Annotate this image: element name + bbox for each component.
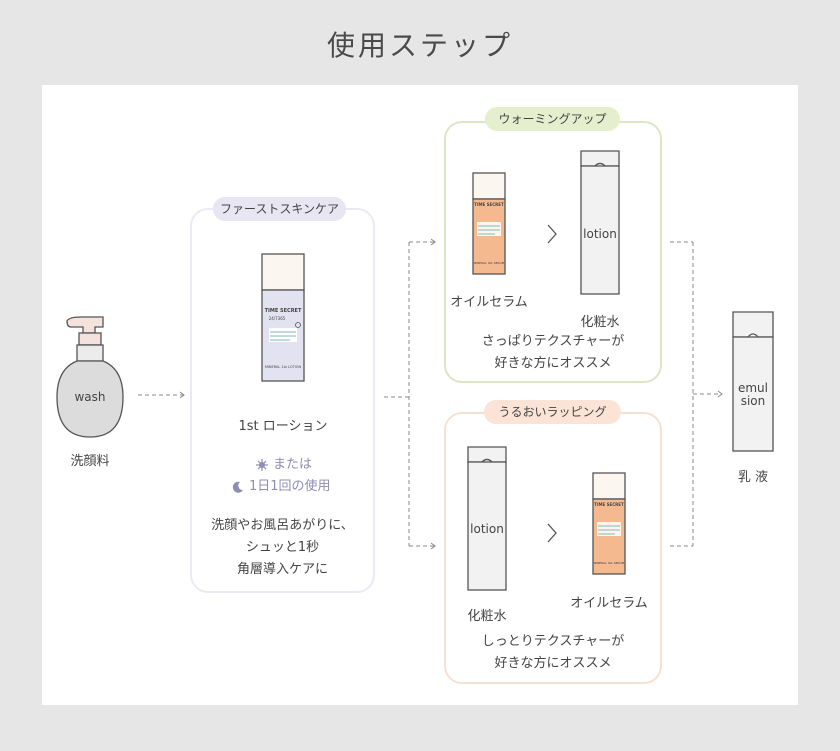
first-desc-1: 洗顔やお風呂あがりに、: [211, 518, 354, 533]
wrap-desc-1: しっとりテクスチャーが: [481, 634, 625, 649]
chevron-right-icon: [547, 224, 557, 244]
wash-label: 洗顔料: [70, 454, 110, 469]
emulsion-label: 乳 液: [737, 470, 769, 485]
warm-desc-1: さっぱりテクスチャーが: [481, 334, 625, 349]
wrap-serum-label: オイルセラム: [570, 596, 648, 611]
wrapping-badge: うるおいラッピング: [484, 400, 621, 424]
first-desc-2: シュッと1秒: [245, 540, 320, 555]
warm-serum-brand: TIME SECRET: [474, 202, 504, 207]
emulsion-text-1: emul: [737, 381, 768, 395]
first-skincare-badge: ファーストスキンケア: [213, 197, 346, 221]
wrap-lotion-bottle: [467, 446, 507, 591]
wrap-desc-2: 好きな方にオススメ: [494, 656, 612, 671]
first-bottle-brand-sub: 24/7365: [268, 316, 286, 321]
warm-serum-bottle: [472, 172, 506, 275]
warming-up-badge: ウォーミングアップ: [485, 107, 620, 131]
wrap-serum-brand: TIME SECRET: [594, 502, 624, 507]
wrap-serum-bottle: [592, 472, 626, 575]
warm-lotion-text: lotion: [583, 227, 617, 241]
warm-desc-2: 好きな方にオススメ: [494, 356, 612, 371]
page-title: 使用ステップ: [326, 29, 513, 62]
warm-serum-footer: MINERAL OIL SERUM: [473, 261, 505, 265]
wrap-lotion-text: lotion: [470, 522, 504, 536]
chevron-right-icon: [547, 523, 557, 543]
sun-icon: [256, 459, 268, 471]
first-product-label: 1st ローション: [238, 419, 328, 434]
wrap-serum-footer: MINERAL OIL SERUM: [593, 561, 625, 565]
first-daily-text: 1日1回の使用: [249, 479, 331, 494]
first-or-text: または: [273, 457, 313, 472]
first-bottle-brand: TIME SECRET: [264, 308, 302, 314]
wash-bottle-text: wash: [74, 390, 106, 404]
warm-lotion-label: 化粧水: [580, 315, 620, 330]
warm-serum-label: オイルセラム: [450, 295, 528, 310]
first-desc-3: 角層導入ケアに: [236, 562, 328, 577]
moon-icon: [232, 481, 243, 493]
first-lotion-bottle: [261, 253, 305, 382]
first-bottle-footer: MINERAL 1st LOTION: [264, 365, 302, 369]
emulsion-text-2: sion: [740, 394, 766, 408]
wash-bottle: [56, 316, 124, 438]
wrap-lotion-label: 化粧水: [467, 609, 507, 624]
emulsion-bottle: [732, 311, 774, 452]
warm-lotion-bottle: [580, 150, 620, 295]
